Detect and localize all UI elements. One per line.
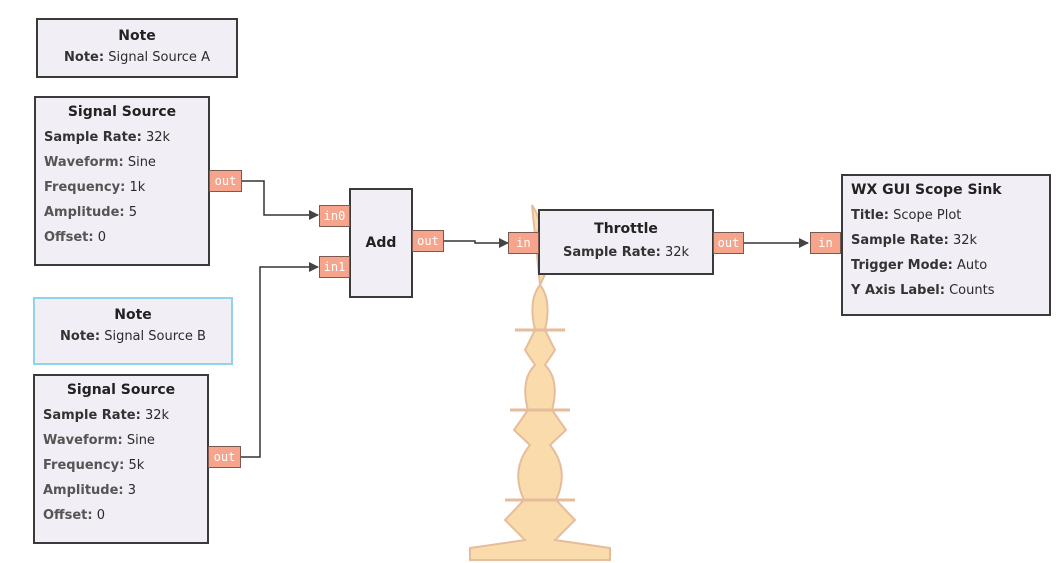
param-key: Sample Rate: bbox=[44, 130, 142, 145]
add-block[interactable]: Add bbox=[349, 188, 413, 298]
param-key: Trigger Mode: bbox=[851, 258, 953, 273]
add-in0-port[interactable]: in0 bbox=[319, 205, 350, 227]
param-value: 0 bbox=[97, 230, 106, 245]
note-block-a[interactable]: Note Note: Signal Source A bbox=[36, 18, 238, 78]
param-key: Waveform: bbox=[44, 155, 124, 170]
block-title: Signal Source bbox=[67, 104, 177, 120]
param-value: 32k bbox=[145, 130, 171, 145]
param-value: 3 bbox=[127, 483, 137, 498]
block-title: Signal Source bbox=[66, 382, 176, 398]
param-value: Scope Plot bbox=[893, 208, 962, 223]
param-key: Y Axis Label: bbox=[851, 283, 945, 298]
param-key: Waveform: bbox=[43, 433, 123, 448]
param-key: Sample Rate: bbox=[851, 233, 949, 248]
param-key: Offset: bbox=[43, 508, 93, 523]
param-value: Counts bbox=[949, 283, 995, 298]
signal-source-block-a[interactable]: Signal Source Sample Rate: 32k Waveform:… bbox=[34, 96, 210, 266]
throttle-block[interactable]: Throttle Sample Rate: 32k bbox=[538, 209, 714, 275]
param-key: Title: bbox=[851, 208, 890, 223]
note-value: Signal Source B bbox=[104, 329, 206, 344]
note-value: Signal Source A bbox=[108, 50, 210, 65]
add-out-port[interactable]: out bbox=[412, 230, 444, 252]
note-key: Note: bbox=[64, 50, 105, 65]
param-key: Frequency: bbox=[43, 458, 125, 473]
param-key: Sample Rate: bbox=[43, 408, 141, 423]
block-title: Throttle bbox=[594, 221, 658, 237]
param-value: 32k bbox=[952, 233, 978, 248]
param-value: Sine bbox=[126, 433, 155, 448]
source-b-out-port[interactable]: out bbox=[208, 446, 241, 468]
block-title: WX GUI Scope Sink bbox=[851, 182, 1002, 198]
param-value: 1k bbox=[129, 180, 146, 195]
block-title: Add bbox=[365, 234, 397, 251]
param-value: 32k bbox=[664, 245, 690, 260]
param-value: 5 bbox=[128, 205, 138, 220]
throttle-out-port[interactable]: out bbox=[713, 232, 744, 254]
throttle-in-port[interactable]: in bbox=[508, 232, 539, 254]
source-a-out-port[interactable]: out bbox=[209, 170, 242, 192]
param-key: Amplitude: bbox=[43, 483, 124, 498]
param-key: Sample Rate: bbox=[562, 245, 661, 260]
note-key: Note: bbox=[60, 329, 101, 344]
note-title: Note bbox=[118, 28, 156, 44]
note-block-b[interactable]: Note Note: Signal Source B bbox=[33, 297, 233, 365]
scope-in-port[interactable]: in bbox=[810, 232, 841, 254]
wx-gui-scope-sink-block[interactable]: WX GUI Scope Sink Title: Scope Plot Samp… bbox=[841, 174, 1051, 316]
param-value: Auto bbox=[957, 258, 988, 273]
param-value: 5k bbox=[128, 458, 145, 473]
add-in1-port[interactable]: in1 bbox=[319, 256, 350, 278]
param-value: Sine bbox=[127, 155, 156, 170]
signal-source-block-b[interactable]: Signal Source Sample Rate: 32k Waveform:… bbox=[33, 374, 209, 544]
note-title: Note bbox=[114, 307, 152, 323]
param-key: Frequency: bbox=[44, 180, 126, 195]
param-value: 0 bbox=[96, 508, 105, 523]
param-value: 32k bbox=[144, 408, 170, 423]
param-key: Amplitude: bbox=[44, 205, 125, 220]
param-key: Offset: bbox=[44, 230, 94, 245]
